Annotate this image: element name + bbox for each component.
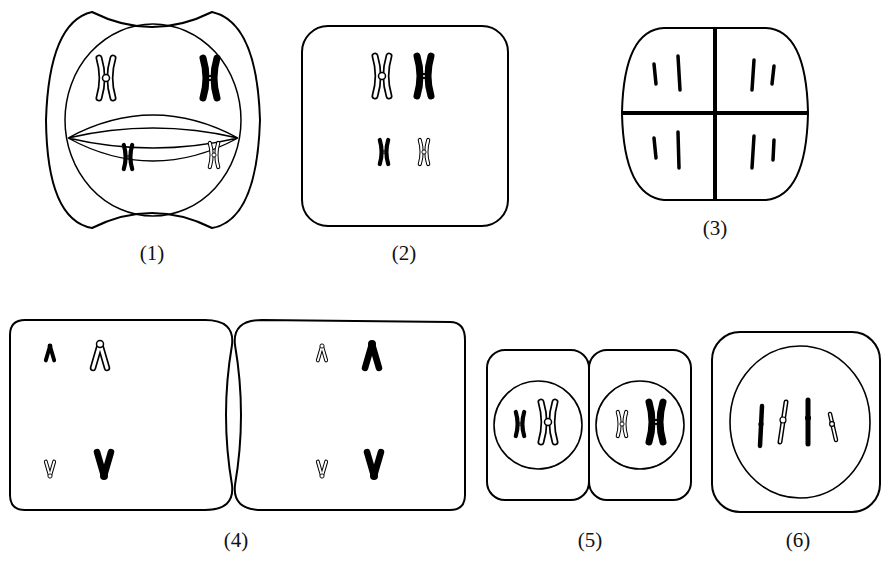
figure-number: (3) <box>703 218 728 239</box>
figure-number: (2) <box>392 243 417 264</box>
cell-five <box>487 350 691 500</box>
figure-number: (5) <box>578 530 603 551</box>
cell-three <box>622 28 808 200</box>
cell-two <box>302 26 508 226</box>
cell-one <box>46 12 260 228</box>
cell-six <box>712 332 880 512</box>
figure-number: (6) <box>786 530 811 551</box>
cell-four <box>10 320 465 510</box>
figure-number: (1) <box>140 243 165 264</box>
figure-number: (4) <box>224 530 249 551</box>
